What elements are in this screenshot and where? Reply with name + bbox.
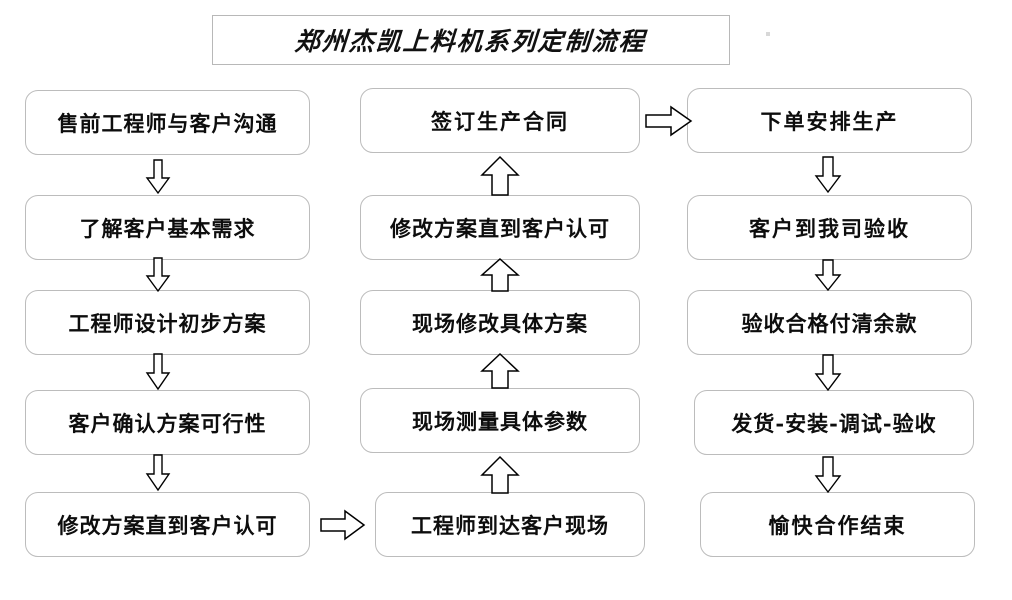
arrow-right-icon-c2n1-c3n1 <box>644 104 694 138</box>
node-label: 修改方案直到客户认可 <box>390 215 610 241</box>
node-label: 工程师设计初步方案 <box>68 310 267 336</box>
node-c3n2[interactable]: 客户到我司验收 <box>687 195 972 260</box>
node-label: 修改方案直到客户认可 <box>57 512 278 538</box>
arrow-down-icon-c3n2-c3n3 <box>812 258 844 292</box>
arrow-up-icon-c2n2-c2n1 <box>478 155 522 197</box>
node-label: 签订生产合同 <box>431 108 569 134</box>
node-c1n1[interactable]: 售前工程师与客户沟通 <box>25 90 310 155</box>
node-c3n5[interactable]: 愉快合作结束 <box>700 492 975 557</box>
node-label: 现场修改具体方案 <box>412 310 588 336</box>
arrow-down-icon-c1n4-c1n5 <box>143 453 173 493</box>
arrow-down-icon-c3n1-c3n2 <box>812 155 844 195</box>
node-label: 验收合格付清余款 <box>741 310 918 336</box>
node-c3n3[interactable]: 验收合格付清余款 <box>687 290 972 355</box>
diagram-title-box: 郑州杰凯上料机系列定制流程 <box>212 15 730 65</box>
arrow-down-icon-c1n2-c1n3 <box>143 256 173 294</box>
node-c2n3[interactable]: 现场修改具体方案 <box>360 290 640 355</box>
arrow-up-icon-c2n4-c2n3 <box>478 352 522 390</box>
node-c1n3[interactable]: 工程师设计初步方案 <box>25 290 310 355</box>
node-c1n5[interactable]: 修改方案直到客户认可 <box>25 492 310 557</box>
node-label: 发货-安装-调试-验收 <box>731 410 937 436</box>
arrow-right-icon-c1n5-c2n5 <box>319 508 367 542</box>
node-label: 了解客户基本需求 <box>79 215 256 241</box>
stray-mark <box>766 32 770 36</box>
node-c2n2[interactable]: 修改方案直到客户认可 <box>360 195 640 260</box>
arrow-down-icon-c3n3-c3n4 <box>812 353 844 393</box>
arrow-up-icon-c2n5-c2n4 <box>478 455 522 495</box>
node-label: 现场测量具体参数 <box>412 408 588 434</box>
arrow-up-icon-c2n3-c2n2 <box>478 257 522 293</box>
arrow-down-icon-c3n4-c3n5 <box>812 455 844 495</box>
node-c3n4[interactable]: 发货-安装-调试-验收 <box>694 390 974 455</box>
node-label: 工程师到达客户现场 <box>411 512 609 538</box>
node-c2n1[interactable]: 签订生产合同 <box>360 88 640 153</box>
node-label: 售前工程师与客户沟通 <box>57 110 278 136</box>
node-c2n5[interactable]: 工程师到达客户现场 <box>375 492 645 557</box>
node-c1n4[interactable]: 客户确认方案可行性 <box>25 390 310 455</box>
node-c3n1[interactable]: 下单安排生产 <box>687 88 972 153</box>
arrow-down-icon-c1n3-c1n4 <box>143 352 173 392</box>
node-label: 客户确认方案可行性 <box>68 410 267 436</box>
node-label: 愉快合作结束 <box>768 512 907 538</box>
page-title: 郑州杰凯上料机系列定制流程 <box>294 27 648 56</box>
node-label: 客户到我司验收 <box>749 215 910 241</box>
node-c1n2[interactable]: 了解客户基本需求 <box>25 195 310 260</box>
node-c2n4[interactable]: 现场测量具体参数 <box>360 388 640 453</box>
arrow-down-icon-c1n1-c1n2 <box>143 158 173 196</box>
node-label: 下单安排生产 <box>760 108 899 134</box>
